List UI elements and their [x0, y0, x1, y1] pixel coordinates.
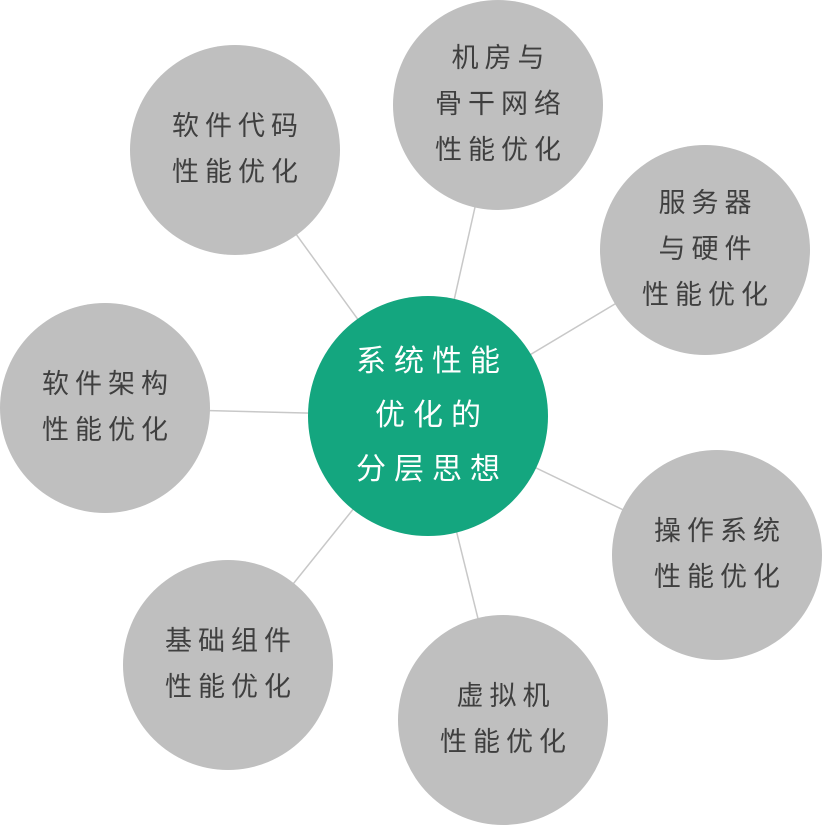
- node-software-architecture: 软件架构 性能优化: [0, 303, 210, 513]
- node-server-hardware: 服务器 与硬件 性能优化: [600, 145, 810, 355]
- node-label-line: 性能优化: [654, 562, 786, 593]
- node-label-line: 骨干网络: [435, 89, 567, 120]
- node-base-components: 基础组件 性能优化: [123, 560, 333, 770]
- node-label-line: 机房与: [451, 43, 551, 74]
- node-label-line: 服务器: [658, 188, 758, 219]
- node-label-line: 性能优化: [642, 280, 774, 311]
- node-label-line: 软件架构: [42, 369, 174, 400]
- center-label-line: 分层思想: [356, 452, 508, 487]
- node-datacenter-network: 机房与 骨干网络 性能优化: [393, 0, 603, 210]
- node-label-line: 性能优化: [440, 727, 572, 758]
- node-label-line: 软件代码: [172, 111, 304, 142]
- node-software-code: 软件代码 性能优化: [130, 45, 340, 255]
- node-label-line: 性能优化: [435, 135, 567, 166]
- node-label-line: 性能优化: [42, 415, 174, 446]
- center-label-line: 优化的: [375, 398, 489, 433]
- node-operating-system: 操作系统 性能优化: [612, 450, 822, 660]
- node-label-line: 与硬件: [658, 234, 758, 265]
- node-label-line: 性能优化: [165, 672, 297, 703]
- center-node: 系统性能 优化的 分层思想: [308, 296, 548, 536]
- node-label-line: 性能优化: [172, 157, 304, 188]
- node-virtual-machine: 虚拟机 性能优化: [398, 615, 608, 825]
- node-label-line: 基础组件: [165, 626, 297, 657]
- node-label-line: 虚拟机: [456, 681, 556, 712]
- node-label-line: 操作系统: [654, 516, 786, 547]
- center-label-line: 系统性能: [356, 344, 508, 379]
